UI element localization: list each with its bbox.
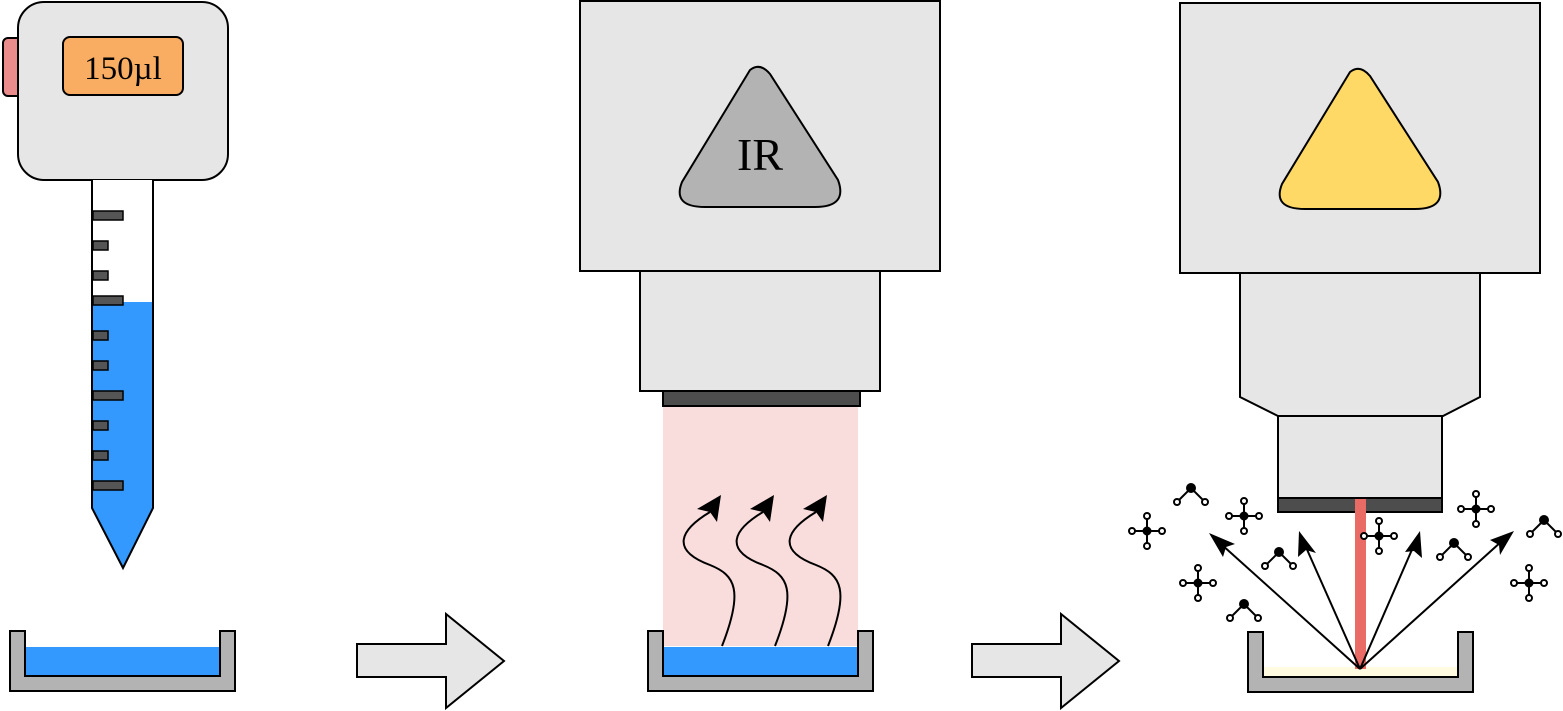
ejection-arrowheads (1209, 531, 1514, 558)
ir-heater-emitter (662, 390, 861, 407)
arrowhead (1298, 531, 1316, 557)
laser-device (1179, 2, 1541, 513)
graduation-mark (92, 360, 109, 371)
pipette-tip-outline (91, 180, 154, 571)
molecule-icon (1226, 599, 1262, 622)
heat-wave-arrow (788, 511, 842, 647)
ir-beam (663, 406, 858, 646)
dish-2-body (647, 630, 874, 692)
ejection-arrow (1220, 543, 1361, 670)
dish-1-body (9, 630, 236, 692)
sample-dish-2 (647, 630, 874, 692)
molecule-icon (1510, 564, 1548, 602)
pipette-volume-label: 150µl (84, 51, 162, 87)
ejection-arrow (1359, 544, 1415, 670)
molecule-icon (1436, 538, 1472, 561)
ejected-molecules (1128, 483, 1562, 622)
ir-label: IR (737, 129, 783, 180)
arrowhead (803, 495, 827, 522)
graduation-mark (92, 295, 124, 306)
heat-wave-arrow (682, 511, 736, 647)
laser-warning-triangle (1278, 67, 1442, 210)
graduation-mark (92, 210, 124, 221)
graduation-mark (92, 390, 124, 401)
sample-dish-1 (9, 630, 236, 692)
dish-1-liquid (26, 647, 219, 675)
molecule-icon (1179, 564, 1217, 602)
dish-2-liquid (664, 647, 857, 675)
arrowhead (1209, 533, 1235, 557)
pipette: 150µl (2, 1, 229, 571)
heat-wave-arrow (735, 511, 789, 647)
arrowhead (697, 495, 721, 522)
flow-arrow-2 (971, 611, 1121, 711)
heat-wave-arrowheads (697, 495, 827, 522)
molecule-icon (1457, 490, 1495, 528)
graduation-mark (92, 270, 109, 281)
dish-3-residue (1264, 667, 1457, 676)
arrowhead (1405, 531, 1422, 558)
graduation-mark (92, 240, 109, 251)
flow-arrow-1 (356, 611, 506, 711)
molecule-icon (1526, 515, 1562, 538)
heat-wave-arrows (682, 511, 842, 647)
pipette-graduations (92, 210, 124, 491)
ejection-arrows (1220, 540, 1503, 670)
dish-3-body (1247, 631, 1474, 693)
pipette-display (62, 36, 184, 96)
ir-warning-triangle (678, 65, 842, 208)
ir-heater-neck (639, 270, 881, 392)
molecule-icon (1128, 512, 1166, 550)
graduation-mark (92, 330, 109, 341)
sample-dish-3 (1247, 631, 1474, 693)
laser-device-neck (1239, 272, 1481, 417)
laser-beam (1355, 499, 1366, 669)
molecule-icon (1225, 497, 1263, 535)
molecule-icon (1173, 483, 1209, 506)
ejection-arrow (1304, 544, 1361, 670)
graduation-mark (92, 420, 109, 431)
laser-device-nozzle (1277, 415, 1443, 499)
molecule-icon (1261, 547, 1297, 570)
molecule-icon (1360, 517, 1398, 555)
graduation-mark (92, 480, 124, 491)
graduation-mark (92, 450, 109, 461)
arrowhead (750, 495, 774, 522)
ir-heater: IR (579, 0, 941, 647)
ejection-arrow (1359, 540, 1503, 670)
arrowhead (1490, 531, 1514, 555)
